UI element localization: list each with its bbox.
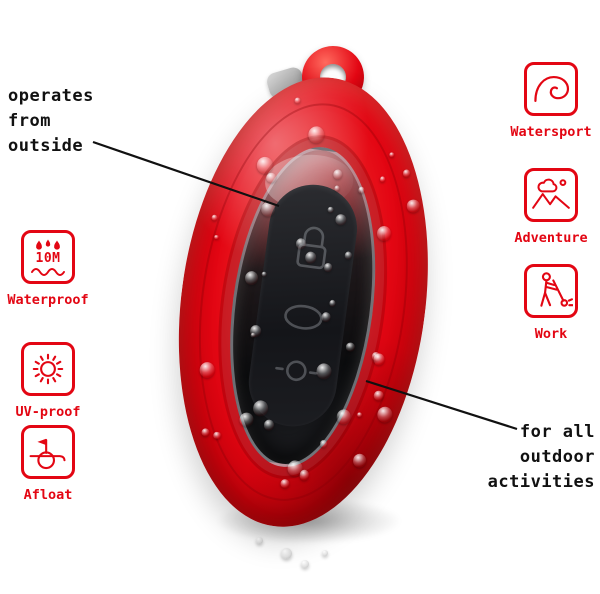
- droplets-icon: [36, 239, 60, 250]
- feature-watersport: Watersport: [505, 62, 597, 140]
- feature-label: Waterproof: [7, 292, 89, 308]
- uv-sun-icon: [21, 342, 75, 396]
- feature-waterproof: 10M Waterproof: [2, 230, 94, 308]
- water-droplet: [256, 537, 263, 544]
- callout-text-line: for all: [519, 422, 595, 442]
- callout-text-line: outdoor: [519, 447, 595, 467]
- callout-for-all-outdoor-activities: for all outdoor activities: [488, 420, 595, 495]
- fob-button-glyphs: [275, 226, 327, 382]
- button-icon: [286, 360, 307, 382]
- water-droplet: [322, 550, 328, 556]
- lock-icon: [302, 226, 325, 249]
- lock-icon: [296, 243, 327, 270]
- feature-uv-proof: UV-proof: [2, 342, 94, 420]
- depth-value: 10M: [35, 250, 61, 266]
- callout-text-line: operates: [8, 86, 94, 106]
- feature-adventure: Adventure: [505, 168, 597, 246]
- wave-line-icon: [31, 267, 65, 276]
- waterproof-droplets-wave-icon: 10M: [21, 230, 75, 284]
- callout-text-line: outside: [8, 136, 84, 156]
- feature-label: Watersport: [510, 124, 592, 140]
- transparent-window: [212, 138, 394, 476]
- water-droplet: [301, 560, 309, 568]
- feature-afloat: Afloat: [2, 425, 94, 503]
- feature-label: UV-proof: [15, 404, 81, 420]
- feature-label: Work: [534, 326, 568, 342]
- worker-icon: [524, 264, 578, 318]
- feature-label: Afloat: [23, 487, 73, 503]
- landscape-icon: [524, 168, 578, 222]
- callout-operates-from-outside: operates from outside: [8, 84, 94, 159]
- feature-work: Work: [505, 264, 597, 342]
- afloat-buoy-icon: [21, 425, 75, 479]
- case-body: [152, 62, 454, 543]
- button-icon: [284, 304, 323, 330]
- button-icon: [275, 366, 318, 375]
- water-droplet: [281, 548, 292, 559]
- feature-label: Adventure: [514, 230, 588, 246]
- callout-text-line: from: [8, 111, 51, 131]
- waterproof-case: [152, 30, 458, 546]
- wave-icon: [524, 62, 578, 116]
- callout-text-line: activities: [487, 472, 595, 492]
